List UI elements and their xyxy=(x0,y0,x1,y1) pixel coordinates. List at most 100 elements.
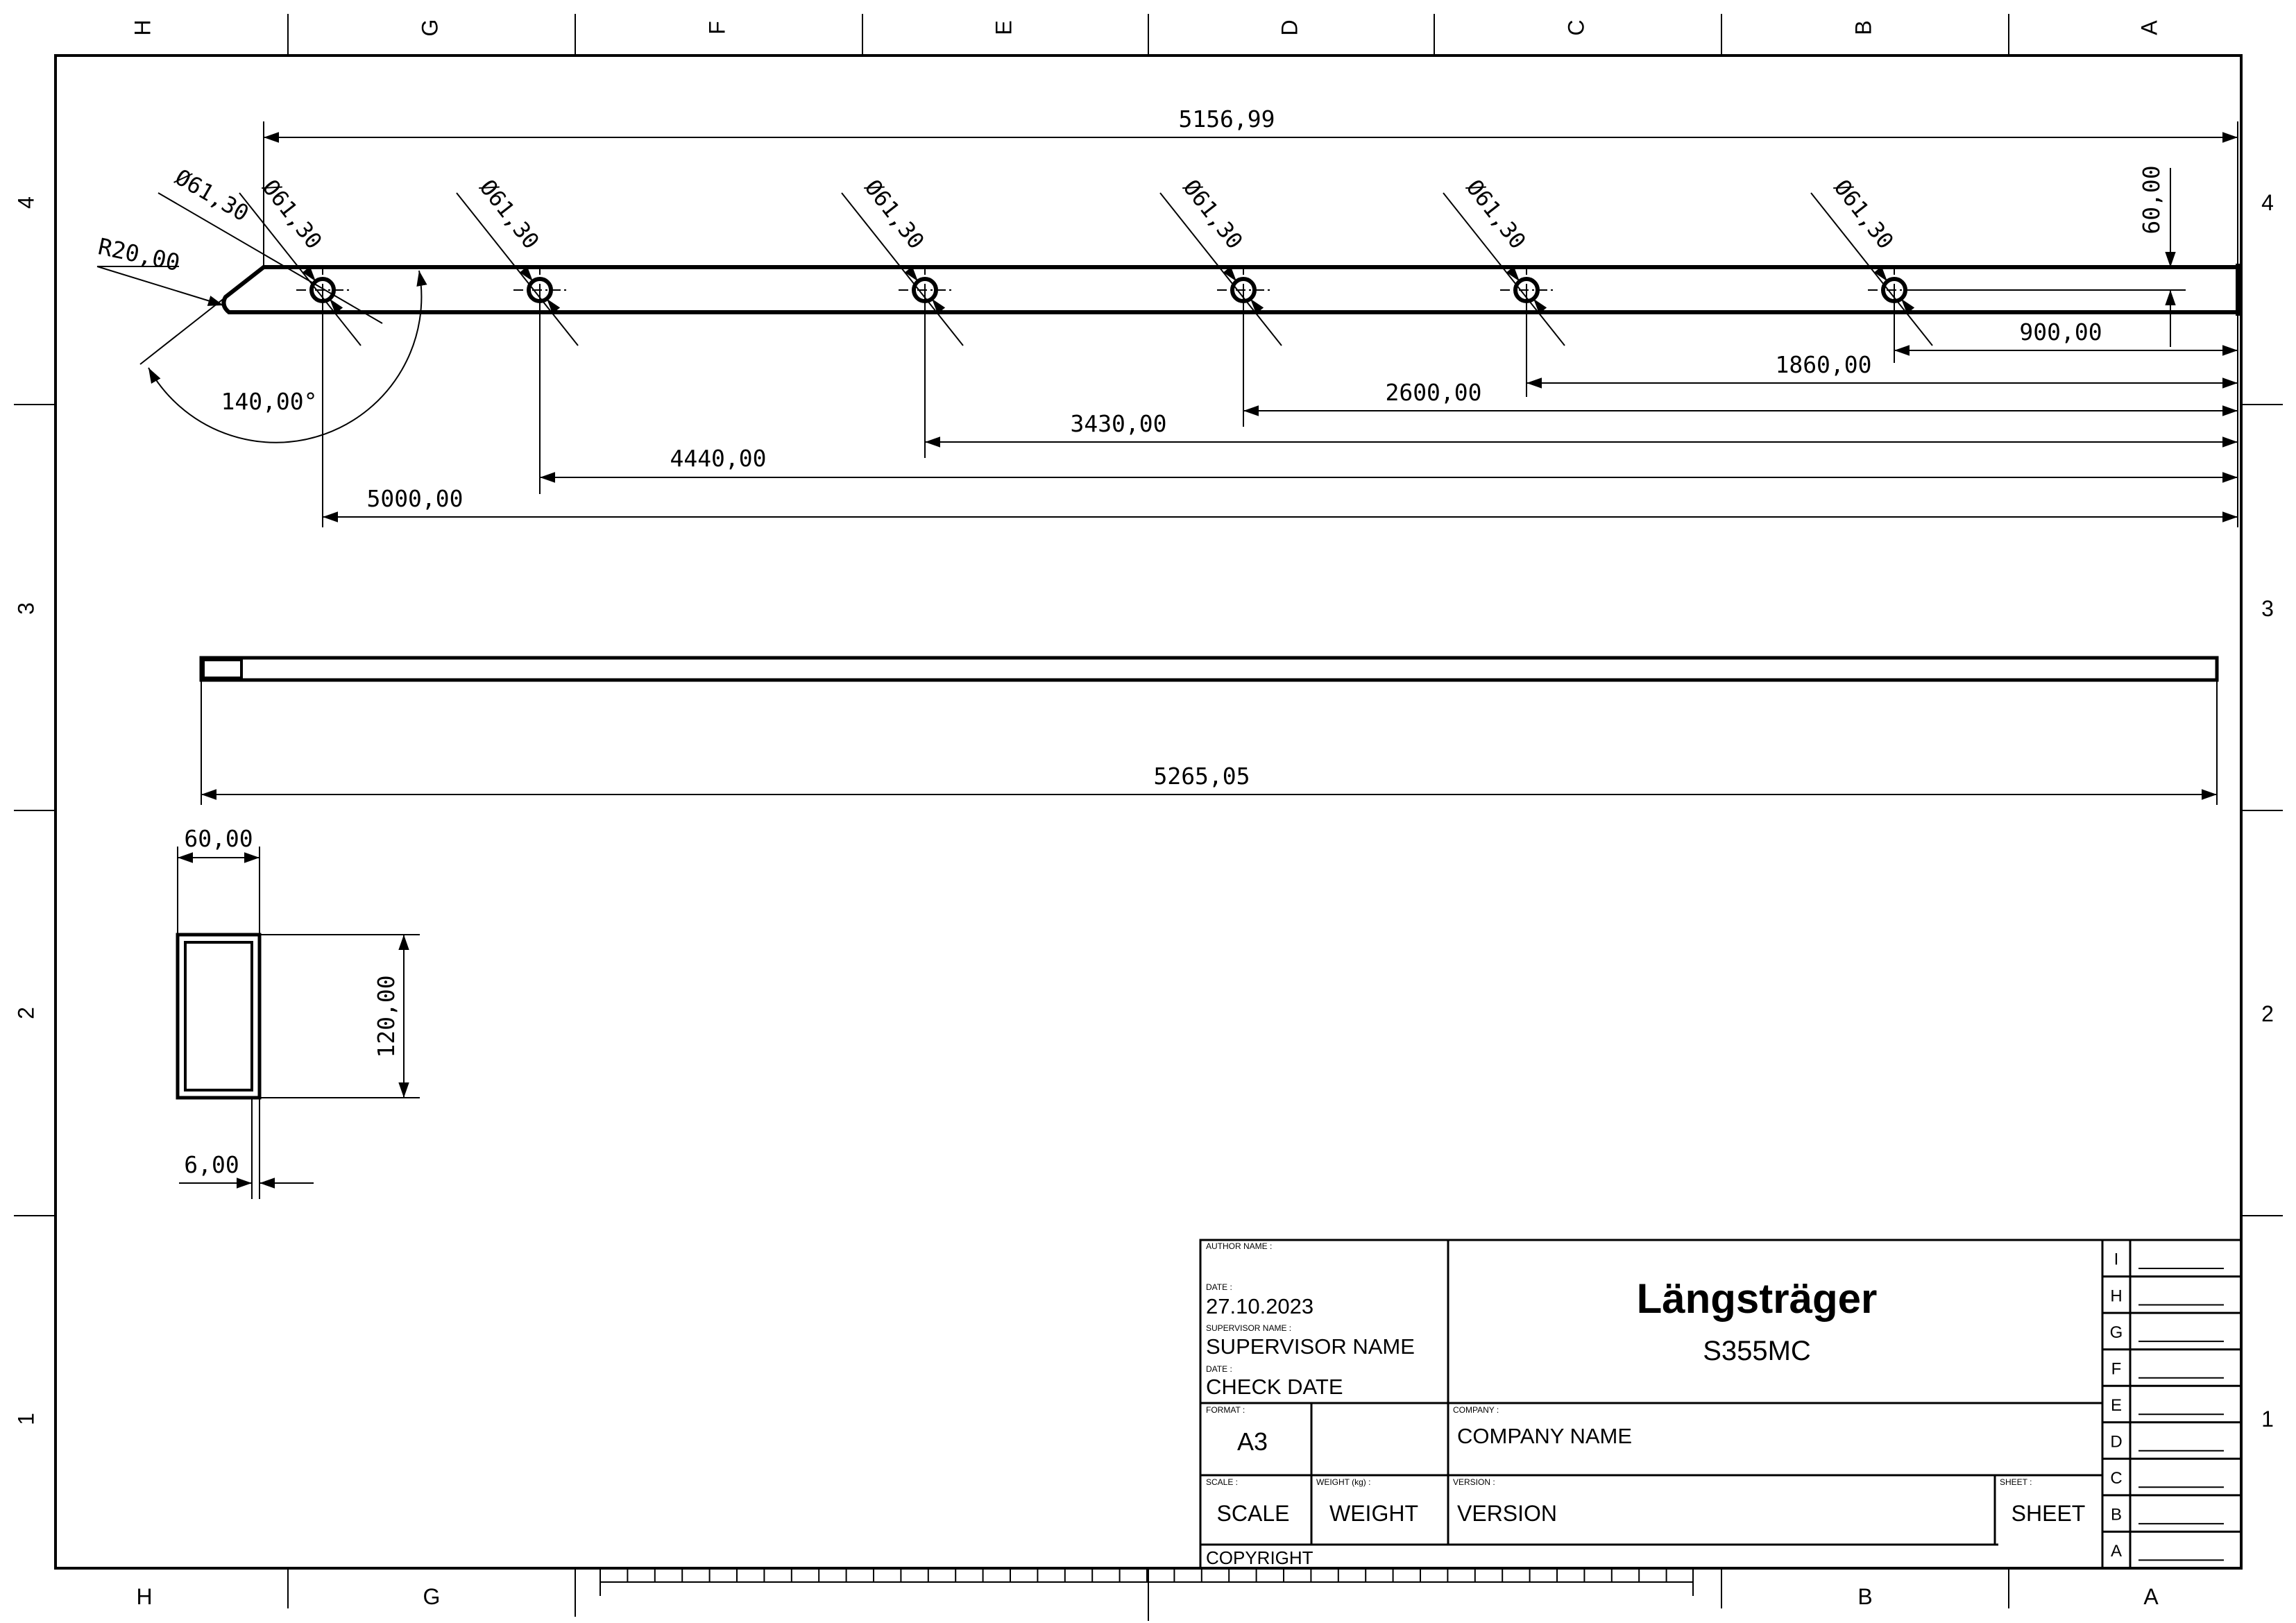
diameter-arrowhead xyxy=(904,266,919,282)
dim-wall-thickness: 6,00 xyxy=(184,1151,239,1178)
profile-end-cap xyxy=(202,658,243,679)
zone-label-top-c: C xyxy=(1563,19,1588,35)
version-label: VERSION : xyxy=(1453,1477,1495,1487)
section-inner xyxy=(184,941,253,1091)
side-view xyxy=(199,656,2219,805)
zone-label-top-h: H xyxy=(130,19,155,35)
hole-6: Ø61,30 xyxy=(1810,175,1933,346)
revision-letter: H xyxy=(2110,1286,2122,1305)
revision-letter: C xyxy=(2110,1469,2122,1488)
sheet-value: SHEET xyxy=(2012,1501,2086,1526)
zone-label-top-e: E xyxy=(991,20,1016,35)
revision-letter: G xyxy=(2110,1323,2123,1342)
dimension-lines xyxy=(96,132,2238,522)
date-label: DATE : xyxy=(1206,1282,1232,1292)
format-value: A3 xyxy=(1237,1427,1268,1456)
format-label: FORMAT : xyxy=(1206,1405,1245,1415)
diameter-arrowhead xyxy=(1900,298,1915,314)
outer-border xyxy=(54,54,2243,1570)
zone-label-right-3: 3 xyxy=(2261,596,2274,621)
revision-letter: I xyxy=(2114,1250,2119,1269)
author-label: AUTHOR NAME : xyxy=(1206,1241,1272,1251)
dim-4440: 4440,00 xyxy=(670,445,766,472)
diameter-leader xyxy=(841,192,964,346)
zone-label-left-4: 4 xyxy=(13,196,38,209)
zone-label-bottom-h: H xyxy=(136,1584,152,1609)
section-outer xyxy=(176,933,262,1100)
zone-label-top-f: F xyxy=(704,21,729,35)
zone-label-left-3: 3 xyxy=(13,602,38,615)
drawing-frame xyxy=(14,14,2283,1621)
dim-1860: 1860,00 xyxy=(1775,351,1871,378)
version-value: VERSION xyxy=(1457,1501,1557,1526)
zone-label-right-2: 2 xyxy=(2261,1001,2274,1026)
diameter-arrowhead xyxy=(1873,266,1888,282)
section-view xyxy=(176,847,420,1199)
profile-outline xyxy=(199,656,2219,682)
hole-5: Ø61,30 xyxy=(1443,175,1565,346)
ruler-ticks xyxy=(599,1568,1667,1582)
zone-label-top-b: B xyxy=(1851,20,1876,35)
revision-letter: D xyxy=(2110,1433,2122,1452)
title-block xyxy=(1199,1239,2243,1570)
copyright: COPYRIGHT xyxy=(1206,1547,1313,1568)
dim-overall-length-top: 5156,99 xyxy=(1178,105,1275,133)
supervisor-label: SUPERVISOR NAME : xyxy=(1206,1323,1291,1333)
hole-diameter-label: Ø61,30 xyxy=(1178,175,1248,254)
zone-label-right-1: 1 xyxy=(2261,1407,2274,1431)
angle-extension xyxy=(139,266,264,365)
dim-profile-length: 5265,05 xyxy=(1153,763,1250,790)
company-value: COMPANY NAME xyxy=(1457,1424,1632,1448)
company-label: COMPANY : xyxy=(1453,1405,1499,1415)
zone-label-left-1: 1 xyxy=(13,1413,38,1425)
scale-label: SCALE : xyxy=(1206,1477,1238,1487)
angle-arc xyxy=(148,270,427,443)
revision-letter: A xyxy=(2111,1542,2122,1561)
zone-label-right-4: 4 xyxy=(2261,190,2274,215)
dim-3430: 3430,00 xyxy=(1070,410,1166,437)
diameter-arrowhead xyxy=(1223,266,1237,282)
revision-letter: E xyxy=(2111,1396,2122,1415)
supervisor-value: SUPERVISOR NAME xyxy=(1206,1334,1415,1359)
diameter-arrowhead xyxy=(1533,298,1547,314)
check-date-value: CHECK DATE xyxy=(1206,1375,1343,1399)
diameter-arrowhead xyxy=(1250,298,1264,314)
diameter-leader xyxy=(456,192,579,346)
diameter-leader xyxy=(1810,192,1933,346)
hole-diameter-label: Ø61,30 xyxy=(257,175,328,254)
hole-diameter-label: Ø61,30 xyxy=(860,175,930,254)
zone-label-left-2: 2 xyxy=(13,1007,38,1019)
weight-label: WEIGHT (kg) : xyxy=(1316,1477,1370,1487)
hole-4: Ø61,30 xyxy=(1159,175,1282,346)
revision-letter: F xyxy=(2111,1359,2122,1378)
scale-value: SCALE xyxy=(1217,1501,1290,1526)
diameter-leader xyxy=(1159,192,1282,346)
diameter-arrowhead xyxy=(519,266,534,282)
hole-3: Ø61,30 xyxy=(841,175,964,346)
sheet-label: SHEET : xyxy=(2000,1477,2032,1487)
weight-value: WEIGHT xyxy=(1329,1501,1418,1526)
revision-letter: B xyxy=(2111,1506,2122,1524)
zone-label-top-a: A xyxy=(2136,20,2161,35)
zone-label-top-g: G xyxy=(417,19,442,37)
hole-diameter-label: Ø61,30 xyxy=(1461,175,1531,254)
diameter-arrowhead xyxy=(1506,266,1520,282)
hole-1: Ø61,30 xyxy=(239,175,362,346)
dim-900: 900,00 xyxy=(2019,318,2102,346)
zone-label-bottom-b: B xyxy=(1857,1584,1872,1609)
dim-angle: 140,00° xyxy=(221,388,317,415)
dim-5000: 5000,00 xyxy=(366,485,463,512)
dim-section-width: 60,00 xyxy=(184,825,253,852)
extension-lines xyxy=(263,121,2238,527)
check-date-label: DATE : xyxy=(1206,1364,1232,1374)
diameter-arrowhead xyxy=(546,298,561,314)
hole-diameter-label: Ø61,30 xyxy=(1829,175,1899,254)
dim-2600: 2600,00 xyxy=(1385,379,1481,406)
drawing-title: Längsträger xyxy=(1637,1275,1878,1322)
zone-label-top-d: D xyxy=(1277,19,1302,35)
diameter-leader xyxy=(1443,192,1565,346)
zone-label-bottom-a: A xyxy=(2143,1584,2159,1609)
dim-hole-offset: 60,00 xyxy=(2138,165,2165,234)
